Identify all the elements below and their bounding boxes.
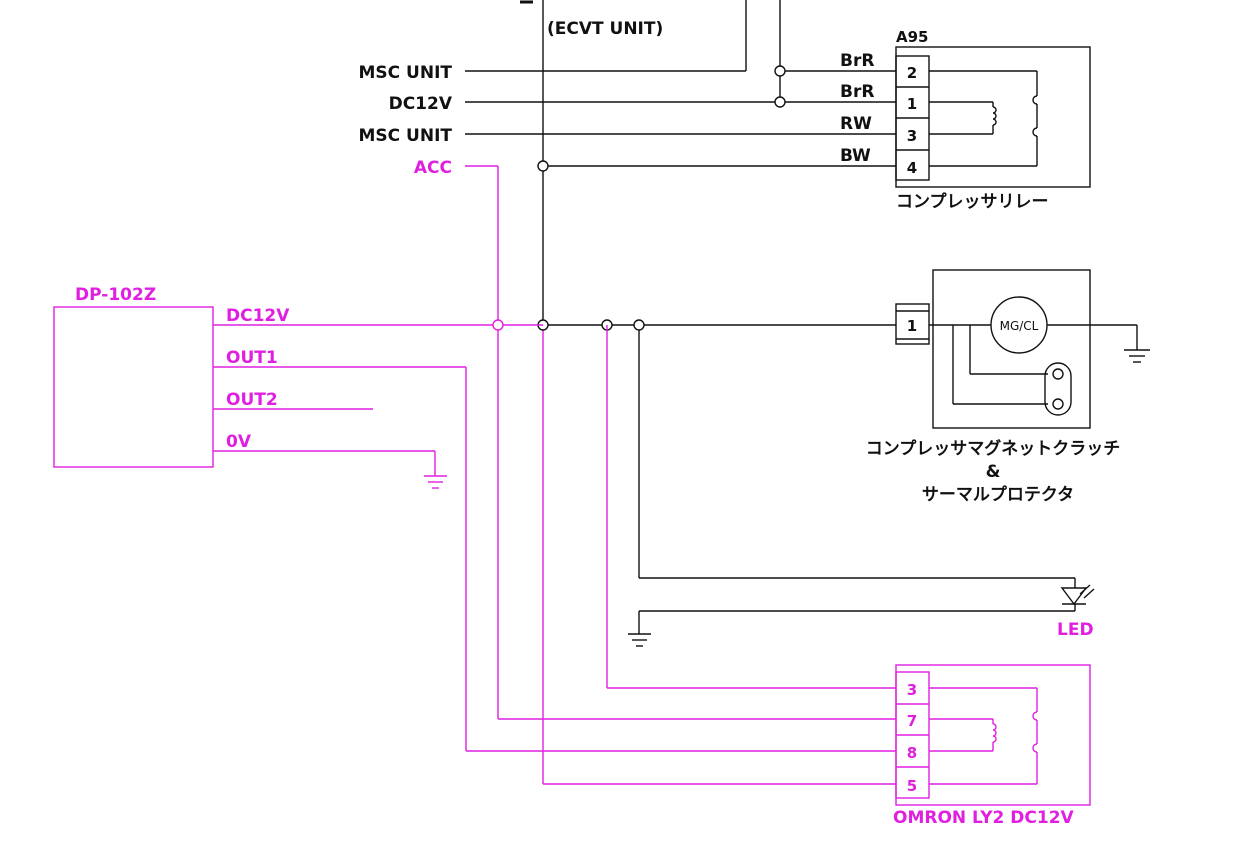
omron-pin: 7 <box>907 712 917 730</box>
junction-dot <box>774 65 786 77</box>
junction-dot <box>492 319 504 331</box>
input-msc-unit-2: MSC UNIT <box>358 126 452 146</box>
clutch-pin-block <box>895 303 930 345</box>
relay-pin: 1 <box>907 95 917 113</box>
clutch-caption-1: コンプレッサマグネットクラッチ <box>866 438 1121 459</box>
clutch-pin: 1 <box>907 317 917 335</box>
omron-pin: 5 <box>907 777 917 795</box>
relay-pin: 4 <box>907 159 917 177</box>
wire-color-3: RW <box>840 114 872 134</box>
relay-pin: 2 <box>907 64 917 82</box>
wire-color-4: BW <box>840 146 871 166</box>
input-dc12v: DC12V <box>389 94 453 114</box>
omron-caption: OMRON LY2 DC12V <box>893 808 1075 828</box>
dp102z-title: DP-102Z <box>75 285 156 305</box>
magenta-wiring <box>53 165 1091 806</box>
dp-terminal: 0V <box>226 432 252 452</box>
input-acc: ACC <box>414 158 452 178</box>
dp102z-box <box>53 306 214 468</box>
input-msc-unit-1: MSC UNIT <box>358 63 452 83</box>
junction-dot <box>774 96 786 108</box>
dp-terminal: OUT2 <box>226 390 278 410</box>
thermal-protector-icon <box>1044 362 1072 416</box>
clutch-caption-2: & <box>986 462 1001 482</box>
dp-terminal: OUT1 <box>226 348 278 368</box>
omron-pin: 3 <box>907 681 917 699</box>
clutch-box <box>932 269 1091 429</box>
relay-pin: 3 <box>907 127 917 145</box>
dp-terminal: DC12V <box>226 306 290 326</box>
omron-pin: 8 <box>907 744 917 762</box>
led-label: LED <box>1057 620 1094 640</box>
clutch-caption-3: サーマルプロテクタ <box>922 484 1074 505</box>
relay-connector-id: A95 <box>896 28 928 46</box>
motor-icon <box>990 296 1048 354</box>
motor-label: MG/CL <box>1000 319 1039 333</box>
led-icon <box>1060 584 1095 606</box>
wire-color-1: BrR <box>840 51 874 71</box>
relay-caption: コンプレッサリレー <box>896 191 1049 212</box>
wire-color-2: BrR <box>840 82 874 102</box>
junction-dot <box>633 319 645 331</box>
ecvt-unit-label: (ECVT UNIT) <box>547 19 663 39</box>
black-wiring <box>465 0 1150 784</box>
junction-dot <box>537 160 549 172</box>
